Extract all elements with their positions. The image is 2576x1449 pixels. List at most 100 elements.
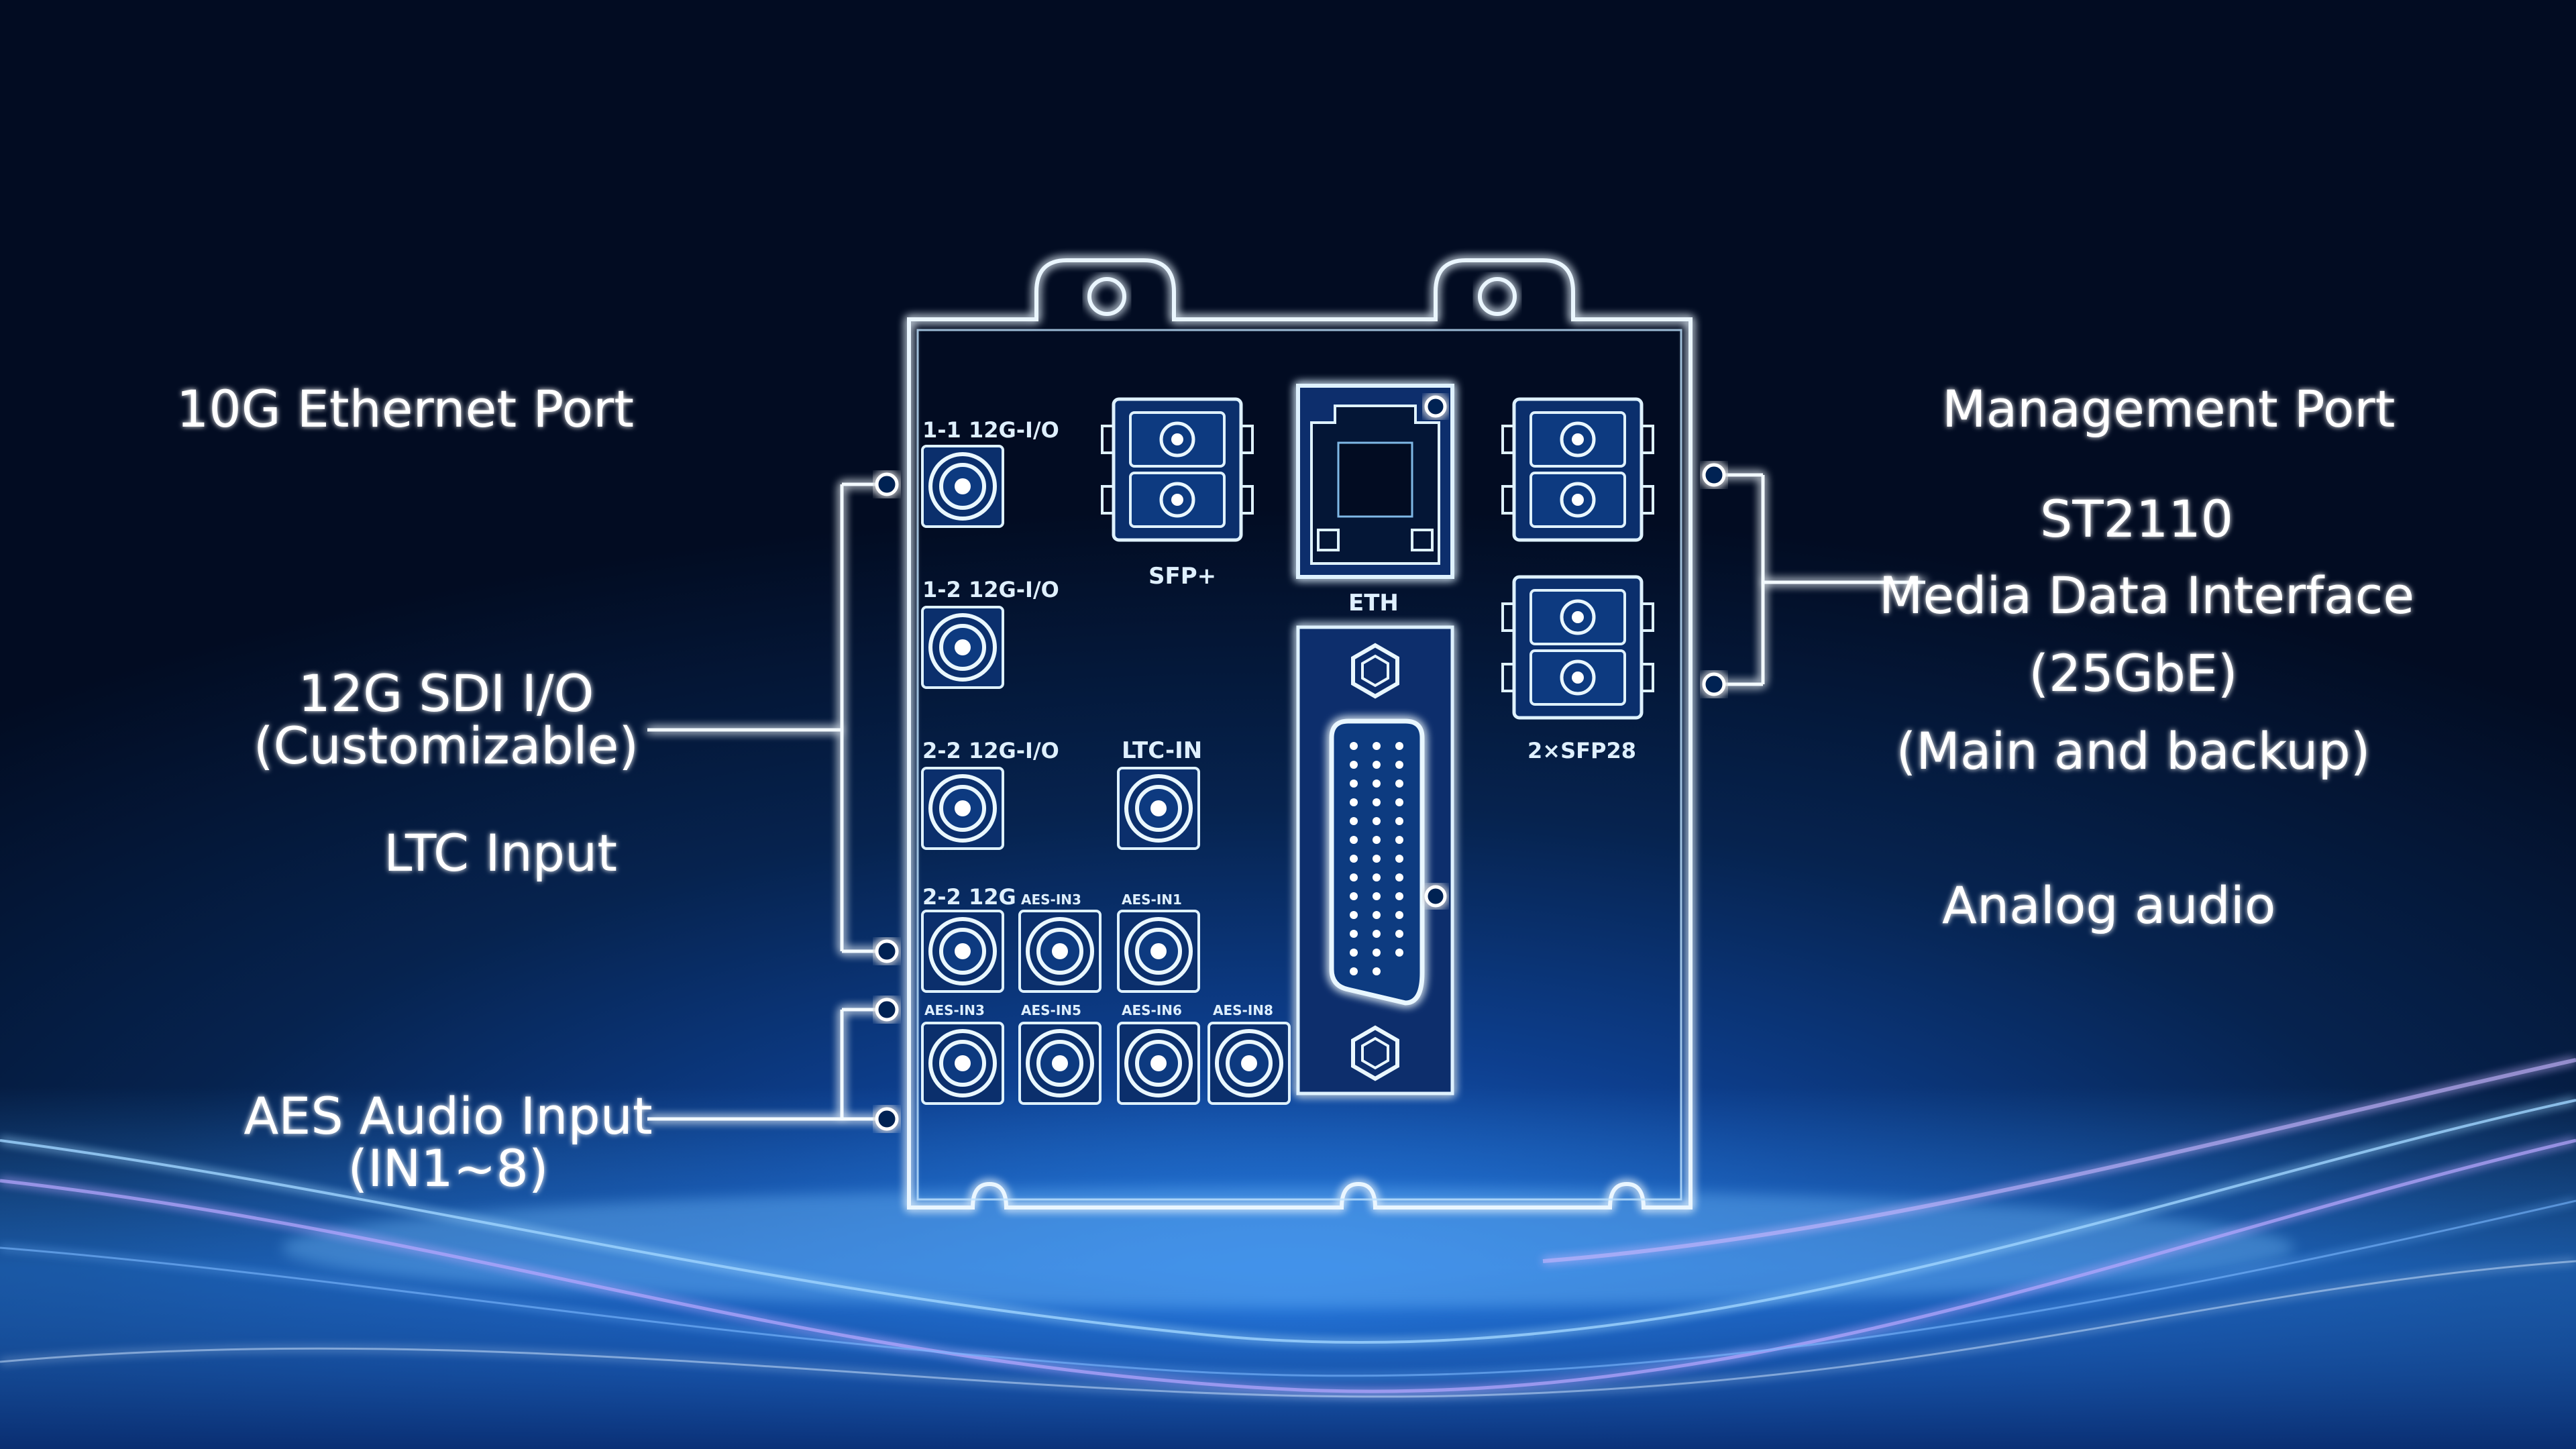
db25-pin: [1350, 798, 1358, 806]
label-aesin1: AES-IN1: [1122, 892, 1182, 908]
callout-sdi-line2: (Customizable): [254, 716, 639, 775]
db25-pin: [1350, 836, 1358, 844]
callout-eth10g: 10G Ethernet Port: [176, 379, 634, 439]
bnc-connector-icon: [922, 1023, 1003, 1104]
bnc-connector-icon: [1118, 1023, 1199, 1104]
callout-sdi-line1: 12G SDI I/O: [299, 663, 594, 723]
endpoint-sdi-bottom: [875, 939, 899, 963]
label-aesin3a: AES-IN3: [1021, 892, 1081, 908]
sfp-cage-icon: [1102, 399, 1252, 540]
panel-inner-frame: [916, 329, 1682, 1201]
callout-ltc: LTC Input: [384, 823, 617, 883]
db25-pin: [1395, 873, 1403, 881]
db25-pin: [1373, 930, 1381, 938]
callout-labels: 10G Ethernet Port Management Port 12G SD…: [176, 379, 2414, 1198]
callout-aes-line2: (IN1~8): [348, 1138, 549, 1198]
callout-st2110-line3: (25GbE): [2029, 643, 2237, 703]
db25-pin: [1395, 930, 1403, 938]
endpoint-aes-bottom: [875, 1107, 899, 1131]
db25-connector-icon: [1296, 625, 1454, 1095]
bnc-connector-icon: [1020, 1023, 1100, 1104]
db25-pin: [1373, 798, 1381, 806]
callout-mgmt: Management Port: [1942, 379, 2395, 439]
label-eth: ETH: [1348, 590, 1399, 616]
label-sfp28: 2×SFP28: [1527, 738, 1636, 763]
leader-lines: [647, 407, 1925, 1121]
device-panel: [907, 258, 1693, 1210]
callout-aes-line1: AES Audio Input: [244, 1086, 652, 1146]
db25-pin: [1350, 930, 1358, 938]
endpoint-st2110-top: [1702, 463, 1726, 487]
db25-pin: [1373, 967, 1381, 975]
label-p22: 2-2 12G-I/O: [922, 738, 1059, 763]
db25-pin: [1395, 949, 1403, 957]
label-aesin6: AES-IN6: [1122, 1002, 1182, 1018]
db25-pin: [1350, 892, 1358, 900]
leader-st2110: [1714, 473, 1925, 686]
db25-pin: [1373, 911, 1381, 919]
db25-pin: [1350, 949, 1358, 957]
label-aesin3b: AES-IN3: [924, 1002, 985, 1018]
db25-pin: [1373, 817, 1381, 825]
bnc-connector-icon: [922, 768, 1003, 849]
label-aesin5: AES-IN5: [1021, 1002, 1081, 1018]
db25-pin: [1350, 817, 1358, 825]
db25-pin: [1373, 949, 1381, 957]
db25-pin: [1395, 780, 1403, 788]
db25-pin: [1373, 742, 1381, 750]
leader-sdi: [647, 482, 887, 953]
db25-pin: [1350, 967, 1358, 975]
label-p11: 1-1 12G-I/O: [922, 417, 1059, 443]
db25-pin: [1373, 855, 1381, 863]
label-ltcin: LTC-IN: [1122, 737, 1202, 764]
rj45-port-icon: [1296, 384, 1454, 579]
db25-pin: [1350, 873, 1358, 881]
endpoint-mgmt: [1424, 395, 1447, 418]
endpoint-sdi-top: [875, 472, 899, 496]
bnc-connector-icon: [922, 607, 1003, 688]
mounting-hole-icon: [1478, 277, 1517, 316]
light-waves: [0, 1058, 2576, 1398]
sfp-cage-icon: [1503, 399, 1653, 540]
bnc-connector-icon: [922, 911, 1003, 991]
label-aesin8: AES-IN8: [1213, 1002, 1273, 1018]
db25-pins: [1350, 742, 1403, 975]
db25-pin: [1395, 892, 1403, 900]
bnc-connector-icon: [1118, 768, 1199, 849]
db25-pin: [1373, 892, 1381, 900]
label-sfp: SFP+: [1148, 563, 1216, 590]
db25-pin: [1395, 817, 1403, 825]
endpoint-st2110-bottom: [1702, 672, 1726, 696]
db25-pin: [1373, 761, 1381, 769]
leader-endpoints: [875, 395, 1726, 1131]
db25-pin: [1350, 780, 1358, 788]
bnc-connector-icon: [922, 446, 1003, 527]
callout-st2110-line4: (Main and backup): [1896, 721, 2371, 781]
db25-pin: [1395, 855, 1403, 863]
bnc-connector-icon: [1020, 911, 1100, 991]
db25-pin: [1395, 911, 1403, 919]
callout-st2110-line1: ST2110: [2040, 489, 2233, 549]
db25-pin: [1373, 873, 1381, 881]
callout-analog: Analog audio: [1942, 875, 2275, 935]
panel-labels: 1-1 12G-I/O 1-2 12G-I/O 2-2 12G-I/O LTC-…: [922, 417, 1636, 1018]
mounting-hole-icon: [1087, 277, 1126, 316]
bnc-connector-icon: [1118, 911, 1199, 991]
db25-pin: [1395, 798, 1403, 806]
endpoint-analog: [1424, 885, 1447, 908]
label-p12: 1-2 12G-I/O: [922, 577, 1059, 602]
endpoint-aes-top: [875, 998, 899, 1022]
db25-pin: [1350, 855, 1358, 863]
callout-st2110-line2: Media Data Interface: [1879, 566, 2414, 625]
sfp-cage-icon: [1503, 577, 1653, 718]
db25-pin: [1350, 742, 1358, 750]
db25-pin: [1395, 742, 1403, 750]
label-p22b: 2-2 12G: [922, 884, 1016, 910]
leader-aes: [647, 1008, 887, 1121]
db25-pin: [1373, 780, 1381, 788]
db25-pin: [1395, 761, 1403, 769]
db25-pin: [1373, 836, 1381, 844]
db25-pin: [1350, 761, 1358, 769]
